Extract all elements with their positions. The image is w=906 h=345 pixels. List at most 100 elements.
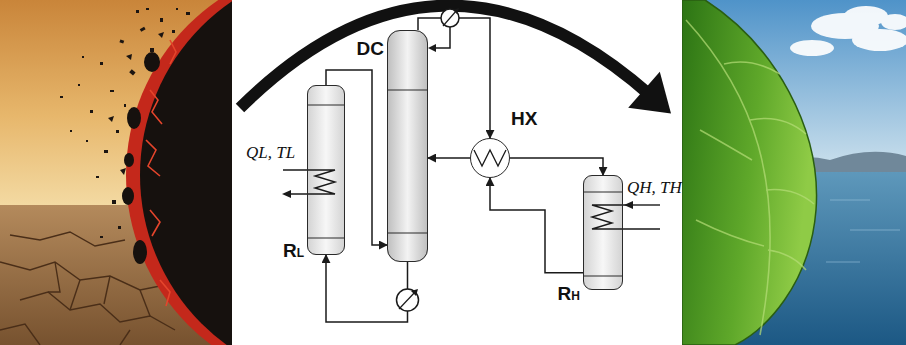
node-label: RL: [283, 241, 304, 262]
leaf-vein: [700, 130, 752, 160]
reactor-fill: [583, 175, 623, 290]
leaf-vein: [750, 119, 806, 134]
process-stream: [510, 158, 603, 175]
exchanger-coil: [474, 150, 506, 166]
crescent-break: [144, 52, 160, 72]
heat-exchanger: HX: [470, 138, 510, 178]
heat-duty-label: QH, TH: [627, 178, 682, 198]
ash-particle: [70, 130, 72, 132]
dark-sphere: [140, 0, 232, 345]
ash-particle: [100, 62, 103, 65]
ash-particle: [186, 12, 190, 15]
heat-out-arrowhead: [282, 190, 291, 198]
ash-particle: [104, 150, 108, 153]
ash-particle: [119, 39, 124, 43]
wave-highlight: [826, 262, 860, 263]
ash-particle: [140, 27, 146, 32]
ash-particle: [124, 104, 126, 107]
ground-crack: [140, 290, 150, 316]
cloud: [852, 29, 906, 51]
ash-particle: [120, 168, 126, 175]
cloud: [881, 14, 906, 30]
leaf-vein: [686, 20, 770, 335]
ash-particle: [118, 226, 121, 229]
reactor-bed-line: [307, 105, 623, 276]
reactor-vessel: RL: [307, 85, 345, 255]
ash-particle: [129, 69, 135, 75]
reactor-vessel: RH: [583, 175, 623, 290]
ash-particle: [108, 116, 114, 122]
cloud: [790, 6, 906, 56]
ash-particle: [150, 48, 154, 52]
wave-highlight: [826, 200, 900, 262]
desert-panel: [0, 0, 232, 345]
ground-crack: [120, 330, 130, 345]
reactor-bed-line: [307, 237, 345, 238]
reboiler-symbol: [399, 291, 416, 309]
leaf-vein: [724, 62, 780, 74]
crescent-break: [122, 52, 160, 264]
ash-particle: [100, 236, 103, 238]
ground-crack: [0, 262, 170, 290]
wave-highlight: [830, 200, 870, 201]
ash-particle: [158, 32, 164, 38]
heating-coil: [632, 204, 660, 205]
exchanger-fill: [470, 138, 510, 178]
node-label: RH: [558, 284, 580, 305]
condenser-symbol: [443, 10, 457, 26]
column-tray: [387, 232, 428, 233]
process-stream: [326, 70, 387, 245]
ash-particle: [116, 130, 119, 133]
leaf-vein: [766, 190, 814, 204]
reactor-bed-line: [583, 191, 623, 192]
ground-crack: [70, 280, 80, 310]
crescent-break: [124, 153, 134, 167]
condenser-symbol: [441, 9, 459, 27]
ash-particle: [78, 84, 80, 86]
ash-particle: [160, 18, 163, 22]
reactor-bed-line: [583, 275, 623, 276]
crescent-break: [127, 107, 141, 129]
reflux-arrowhead: [428, 44, 436, 52]
heat-in-arrowhead: [624, 201, 633, 209]
leaf-vein: [768, 250, 806, 270]
heating-coil: [592, 205, 660, 229]
transition-arrowhead: [628, 72, 671, 114]
ash-particle: [126, 54, 132, 60]
process-stream: [418, 18, 490, 138]
ash-particle: [136, 10, 139, 13]
ash-particle: [112, 200, 116, 204]
ash-particle: [82, 56, 84, 58]
process-stream: [490, 178, 583, 273]
ash-particle: [96, 176, 99, 178]
ground-crack: [48, 262, 60, 292]
ember-streak: [146, 140, 160, 176]
ground-crack: [10, 232, 125, 246]
ash-particle: [172, 30, 175, 33]
ground-crack: [0, 324, 40, 345]
ash-particle: [146, 8, 149, 10]
leaf-vein: [696, 220, 764, 246]
cloud: [790, 40, 834, 56]
ember-streak: [150, 90, 162, 124]
crescent-break: [133, 240, 147, 264]
ground-crack: [104, 276, 110, 304]
leaf-vein: [686, 20, 814, 335]
condenser-symbol: [453, 8, 459, 14]
ash-particle: [110, 90, 114, 92]
ash-particle: [86, 140, 88, 142]
process-stream: [428, 157, 470, 159]
column-tray: [387, 89, 428, 90]
ash-particle: [90, 110, 93, 113]
reactor-bed-line: [307, 104, 345, 105]
ember-streak: [146, 40, 176, 306]
heat-duty-label: QL, TL: [246, 143, 295, 163]
column-fill: [387, 30, 428, 262]
transition-arc: [240, 6, 650, 108]
ash-particle: [176, 8, 178, 10]
